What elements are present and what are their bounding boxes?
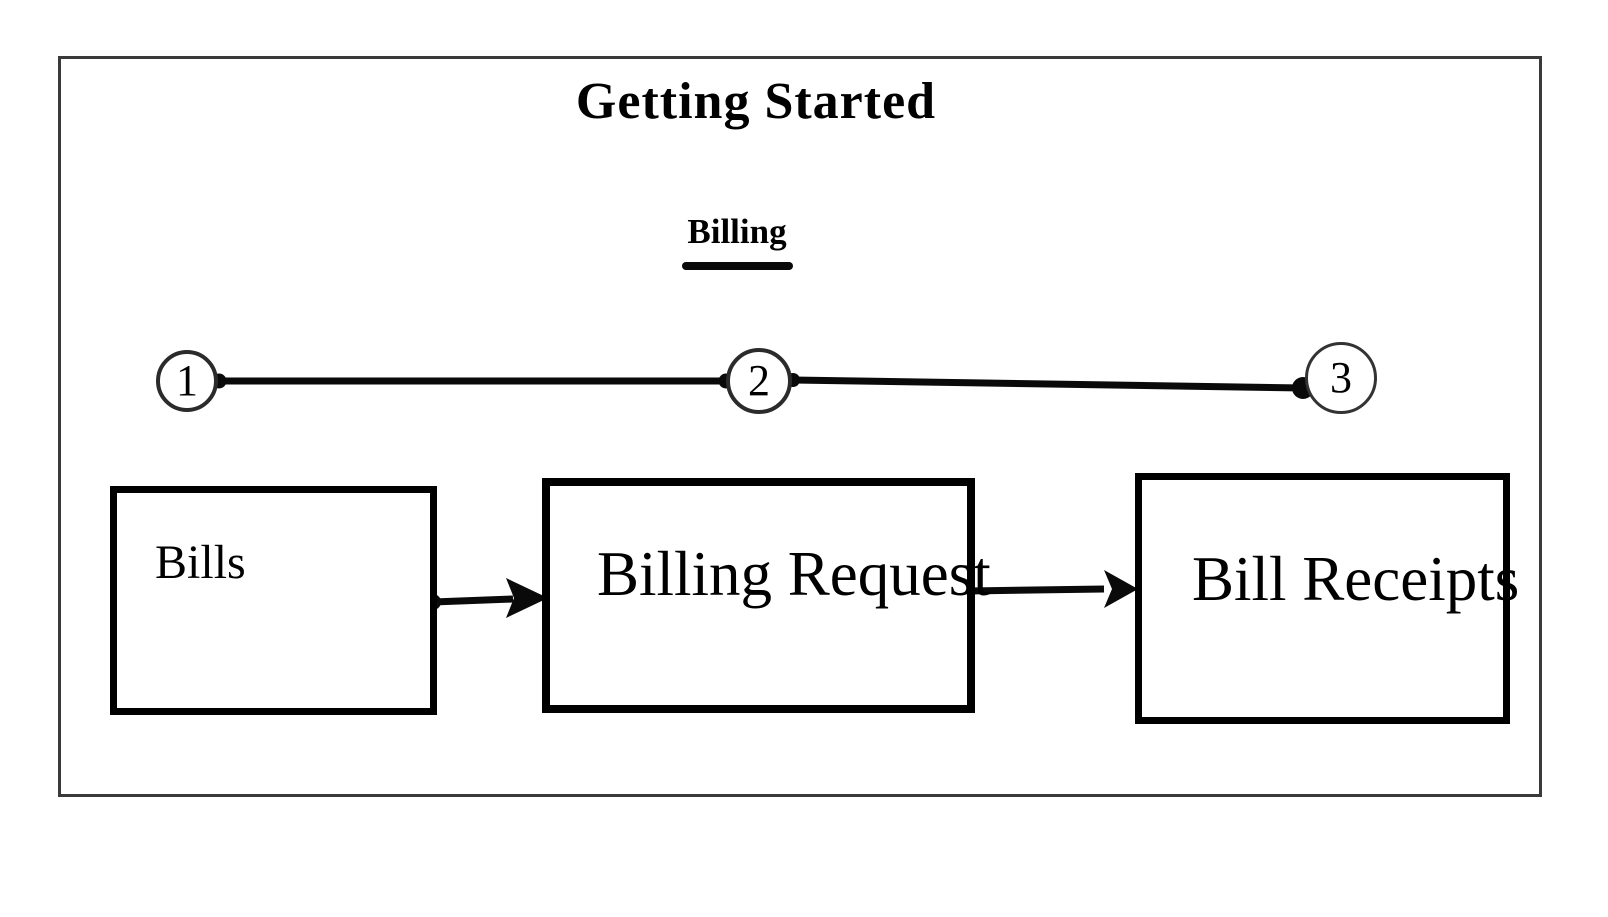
flow-node-bills[interactable]	[110, 486, 437, 715]
step-number: 1	[176, 356, 198, 405]
step-number: 3	[1330, 353, 1352, 402]
flow-node-billing-request[interactable]	[542, 478, 975, 713]
stepper-step-3[interactable]: 3	[1305, 342, 1377, 414]
flow-arrow-line-1	[432, 595, 514, 606]
flow-node-label: Bill Receipts	[1192, 544, 1520, 614]
tab-billing[interactable]: Billing	[687, 212, 787, 251]
page-title: Getting Started	[575, 73, 937, 130]
step-number: 2	[748, 356, 770, 405]
arrowhead-icon	[1104, 570, 1138, 608]
stepper-step-1[interactable]: 1	[156, 350, 218, 412]
flow-node-bill-receipts[interactable]	[1135, 473, 1510, 724]
arrowhead-icon	[506, 578, 548, 618]
tab-active-underline	[682, 262, 793, 270]
flow-node-label: Bills	[155, 536, 246, 589]
stepper-connector-2-3	[789, 376, 1307, 392]
flow-arrow-line-2	[968, 585, 1105, 595]
stepper-step-2[interactable]: 2	[726, 348, 792, 414]
flow-node-label: Billing Request	[597, 539, 991, 609]
